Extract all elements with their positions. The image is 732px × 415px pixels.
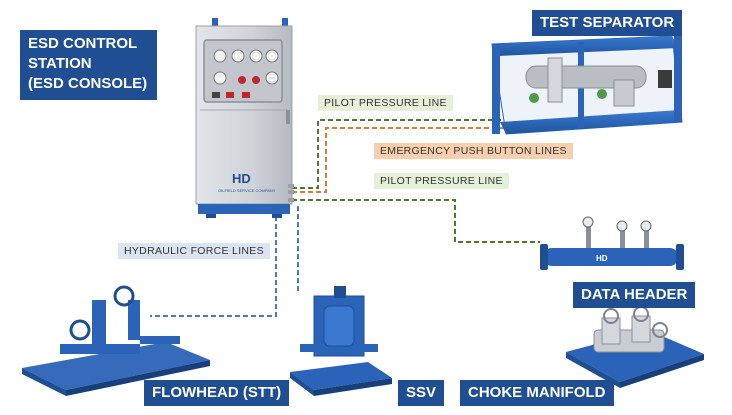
flowhead-illustration (22, 285, 210, 396)
pilot-pressure-line-bottom (292, 199, 540, 243)
hydraulic-force-lines-tag: HYDRAULIC FORCE LINES (118, 243, 270, 259)
pilot-pressure-line-top-tag: PILOT PRESSURE LINE (318, 95, 453, 111)
esd-control-station-label: ESD CONTROL STATION (ESD CONSOLE) (20, 30, 158, 100)
ssv-illustration (290, 286, 392, 396)
data-header-logo: HD (596, 254, 608, 263)
console-logo: HD (232, 171, 251, 186)
esd-label-line-1: ESD CONTROL (28, 35, 138, 52)
pilot-pressure-line-top (292, 119, 505, 189)
data-header-label: DATA HEADER (573, 282, 696, 308)
ssv-label: SSV (398, 380, 445, 406)
choke-manifold-illustration (566, 306, 704, 388)
esd-label-line-3: (ESD CONSOLE) (28, 75, 148, 92)
esd-console-illustration: HD OILFIELD SERVICE COMPANY (195, 18, 294, 218)
console-logo-caption: OILFIELD SERVICE COMPANY (218, 188, 276, 193)
test-separator-illustration (491, 35, 683, 135)
emergency-push-button-lines-tag: EMERGENCY PUSH BUTTON LINES (374, 143, 573, 159)
esd-label-line-2: STATION (28, 55, 92, 72)
choke-manifold-label: CHOKE MANIFOLD (460, 380, 614, 406)
flowhead-label: FLOWHEAD (STT) (144, 380, 290, 406)
pilot-pressure-line-bottom-tag: PILOT PRESSURE LINE (374, 173, 509, 189)
hydraulic-force-line-flowhead (150, 203, 288, 317)
test-separator-label: TEST SEPARATOR (532, 10, 683, 36)
emergency-push-button-line (292, 127, 505, 193)
data-header-illustration: HD (540, 216, 684, 270)
